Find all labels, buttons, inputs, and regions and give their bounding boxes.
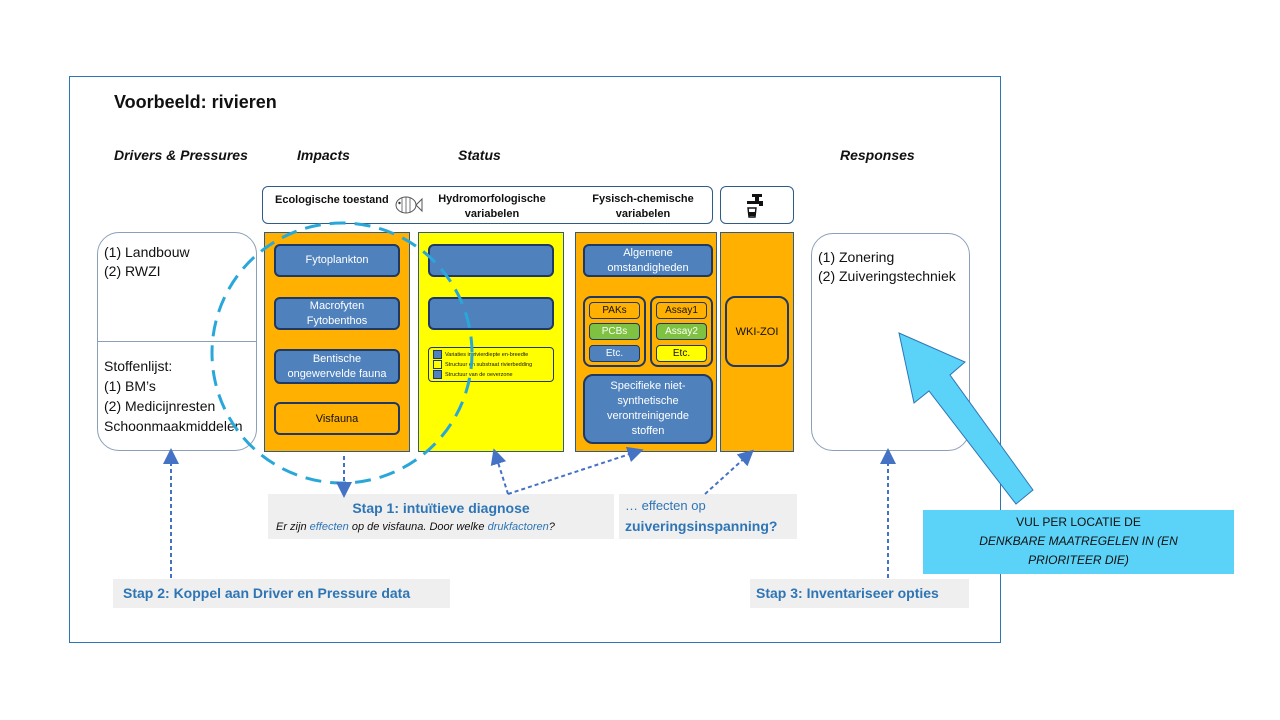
header-fysisch-line1: Fysisch-chemische (592, 193, 694, 205)
header-status: Status (458, 147, 501, 163)
hydro-box-2 (428, 297, 554, 330)
box-wki-zoi: WKI-ZOI (725, 296, 789, 367)
box-etc-2: Etc. (656, 345, 707, 362)
specifieke-line2: synthetische (617, 395, 679, 407)
specifieke-line4: stoffen (631, 425, 665, 437)
box-pcbs: PCBs (589, 323, 640, 340)
specifieke-line3: verontreinigende (607, 410, 689, 422)
driver-landbouw: (1) Landbouw (104, 244, 190, 260)
dashed-focus-circle (210, 221, 474, 485)
bentische-line1: Bentische (312, 352, 362, 365)
step3-label: Stap 3: Inventariseer opties (750, 579, 969, 608)
step1-drukfactoren: drukfactoren (487, 521, 549, 533)
big-callout-arrow (898, 332, 1034, 505)
header-hydro: Hydromorfologische variabelen (427, 192, 557, 222)
specifieke-line1: Specifieke niet- (610, 380, 686, 392)
driver-rwzi: (2) RWZI (104, 263, 161, 279)
algemene-line1: Algemene (623, 246, 673, 259)
hydro-legend: Variaties in rivierdiepte en-breedte Str… (428, 347, 554, 382)
box-algemene-omstandigheden: Algemene omstandigheden (583, 244, 713, 277)
stoffen-list: Stoffenlijst: (1) BM’s (2) Medicijnreste… (104, 356, 243, 436)
header-fysisch: Fysisch-chemische variabelen (578, 192, 708, 222)
arrow-step1-to-chem (507, 446, 644, 495)
drivers-list: (1) Landbouw (2) RWZI (104, 243, 190, 281)
step1-sub-b: op de visfauna. Door welke (348, 521, 488, 533)
fish-icon (395, 196, 423, 214)
header-ecologische-toestand: Ecologische toestand (275, 194, 389, 206)
step2-label: Stap 2: Koppel aan Driver en Pressure da… (113, 579, 450, 608)
arrow-effecten-to-wki (704, 449, 754, 495)
drivers-divider (98, 341, 256, 342)
header-impacts: Impacts (297, 147, 350, 163)
callout-line3: PRIORITEER DIE) (1028, 553, 1129, 567)
group-assays (650, 296, 713, 367)
callout-line1: VUL PER LOCATIE DE (1016, 515, 1141, 529)
algemene-line2: omstandigheden (607, 261, 689, 274)
diagram-title: Voorbeeld: rivieren (114, 92, 277, 112)
legend-item-3: Structuur van de oeverzone (433, 370, 513, 379)
legend-label-1: Variaties in rivierdiepte en-breedte (445, 351, 529, 358)
response-zuiveringstechniek: (2) Zuiveringstechniek (818, 268, 956, 284)
callout-box: VUL PER LOCATIE DE DENKBARE MAATREGELEN … (923, 510, 1234, 574)
legend-item-1: Variaties in rivierdiepte en-breedte (433, 350, 528, 359)
macrofyten-line2: Fytobenthos (306, 314, 368, 327)
step1-sub-a: Er zijn (276, 521, 310, 533)
diagram-frame (69, 76, 1001, 643)
step1-sub-c: ? (548, 521, 555, 533)
arrow-step1-to-hydro (490, 448, 509, 495)
header-fysisch-line2: variabelen (615, 208, 671, 220)
box-specifieke-stoffen: Specifieke niet- synthetische verontrein… (583, 374, 713, 444)
responses-list: (1) Zonering (2) Zuiveringstechniek (818, 248, 956, 286)
box-paks: PAKs (589, 302, 640, 319)
header-drivers: Drivers & Pressures (114, 147, 248, 163)
callout-line2: DENKBARE MAATREGELEN IN (EN (979, 534, 1178, 548)
header-hydro-line1: Hydromorfologische (438, 193, 546, 205)
box-etc-1: Etc. (589, 345, 640, 362)
stoffen-title: Stoffenlijst: (104, 358, 173, 374)
box-macrofyten: Macrofyten Fytobenthos (274, 297, 400, 330)
step1-subtitle: Er zijn effecten op de visfauna. Door we… (276, 521, 555, 533)
box-assay2: Assay2 (656, 323, 707, 340)
effecten-box: … effecten op zuiveringsinspanning? (619, 494, 797, 539)
effecten-line2: zuiveringsinspanning? (625, 518, 778, 534)
box-fytoplankton: Fytoplankton (274, 244, 400, 277)
step1-effecten: effecten (309, 521, 349, 533)
box-visfauna: Visfauna (274, 402, 400, 435)
macrofyten-line1: Macrofyten (309, 299, 365, 312)
legend-swatch-blue (433, 350, 442, 359)
stoffen-bms: (1) BM’s (104, 378, 156, 394)
legend-swatch-yellow (433, 360, 442, 369)
hydro-box-1 (428, 244, 554, 277)
legend-label-2: Structuur en substraat rivierbedding (445, 361, 533, 368)
legend-label-3: Structuur van de oeverzone (445, 371, 513, 378)
effecten-line1: … effecten op (625, 498, 706, 513)
box-bentische: Bentische ongewervelde fauna (274, 349, 400, 384)
step1-box: Stap 1: intuïtieve diagnose Er zijn effe… (268, 494, 614, 539)
header-hydro-line2: variabelen (464, 208, 520, 220)
water-tap-icon (747, 194, 763, 218)
box-assay1: Assay1 (656, 302, 707, 319)
stoffen-medicijnresten: (2) Medicijnresten (104, 398, 216, 414)
tap-header (720, 186, 794, 224)
legend-swatch-blue-2 (433, 370, 442, 379)
header-responses: Responses (840, 147, 915, 163)
legend-item-2: Structuur en substraat rivierbedding (433, 360, 532, 369)
drivers-box: (1) Landbouw (2) RWZI Stoffenlijst: (1) … (97, 232, 257, 451)
bentische-line2: ongewervelde fauna (287, 367, 387, 380)
stoffen-schoonmaakmiddelen: Schoonmaakmiddelen (104, 418, 243, 434)
step1-title: Stap 1: intuïtieve diagnose (352, 500, 530, 516)
group-paks (583, 296, 646, 367)
response-zonering: (1) Zonering (818, 249, 895, 265)
status-panel-header: Ecologische toestand Hydromorfologische … (262, 186, 713, 224)
